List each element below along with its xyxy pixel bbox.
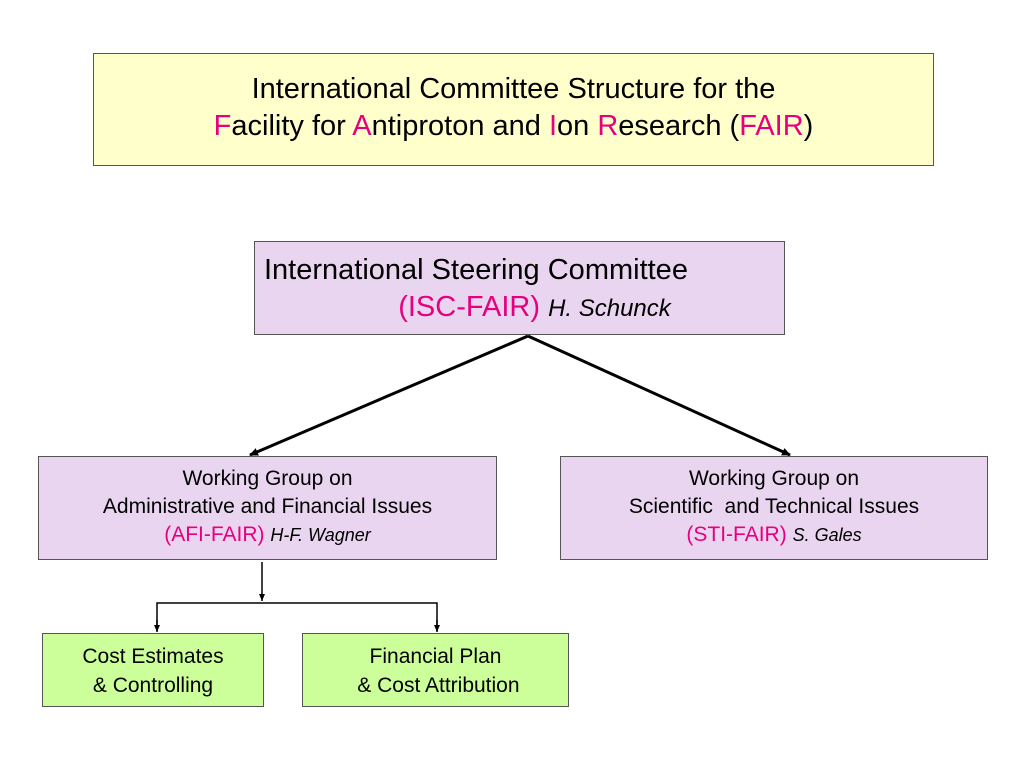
title-accent-letter: I [548, 110, 558, 142]
afi-line-1: Working Group on [182, 467, 353, 490]
afi-chair: H-F. Wagner [270, 525, 371, 545]
steering-committee-name: International Steering Committee [264, 254, 688, 286]
title-line-2: Facility for Antiproton and Ion Research… [94, 108, 933, 145]
title-accent-letter: A [352, 110, 372, 142]
steering-committee-acronym: (ISC-FAIR) [398, 291, 540, 323]
steering-committee-id: (ISC-FAIR) H. Schunck [255, 289, 784, 327]
arrow-steering-to-sti [527, 334, 791, 457]
steering-committee-chair: H. Schunck [548, 295, 671, 322]
working-group-sti-box: Working Group on Scientific and Technica… [560, 456, 988, 560]
sti-line-2: Scientific and Technical Issues [628, 495, 920, 518]
branch-bar [156, 602, 438, 631]
cost-estimates-box: Cost Estimates & Controlling [42, 633, 264, 707]
title-text-segment: ntiproton and [371, 110, 549, 142]
title-text-segment: acility for [231, 110, 353, 142]
plan-line-2: & Cost Attribution [351, 674, 520, 697]
sti-id: (STI-FAIR) S. Gales [561, 521, 987, 549]
afi-line-2: Administrative and Financial Issues [102, 495, 433, 518]
cost-line-2: & Controlling [92, 674, 214, 697]
arrow-steering-to-afi [249, 334, 529, 457]
title-text-segment: on [557, 110, 598, 142]
steering-committee-box: International Steering Committee (ISC-FA… [254, 241, 785, 335]
cost-line-1: Cost Estimates [82, 645, 224, 668]
sti-acronym: (STI-FAIR) [686, 523, 787, 546]
afi-acronym: (AFI-FAIR) [164, 523, 265, 546]
title-box: International Committee Structure for th… [93, 53, 934, 166]
working-group-afi-box: Working Group on Administrative and Fina… [38, 456, 497, 560]
title-accent-letter: F [213, 110, 232, 142]
plan-line-1: Financial Plan [369, 645, 502, 668]
title-accent-letter: FAIR [739, 110, 804, 142]
sti-line-1: Working Group on [688, 467, 860, 490]
title-line-1: International Committee Structure for th… [251, 73, 776, 105]
title-text-segment: esearch ( [618, 110, 740, 142]
afi-id: (AFI-FAIR) H-F. Wagner [39, 521, 496, 549]
title-accent-letter: R [597, 110, 619, 142]
title-text-segment: ) [803, 110, 814, 142]
financial-plan-box: Financial Plan & Cost Attribution [302, 633, 569, 707]
sti-chair: S. Gales [792, 525, 862, 545]
